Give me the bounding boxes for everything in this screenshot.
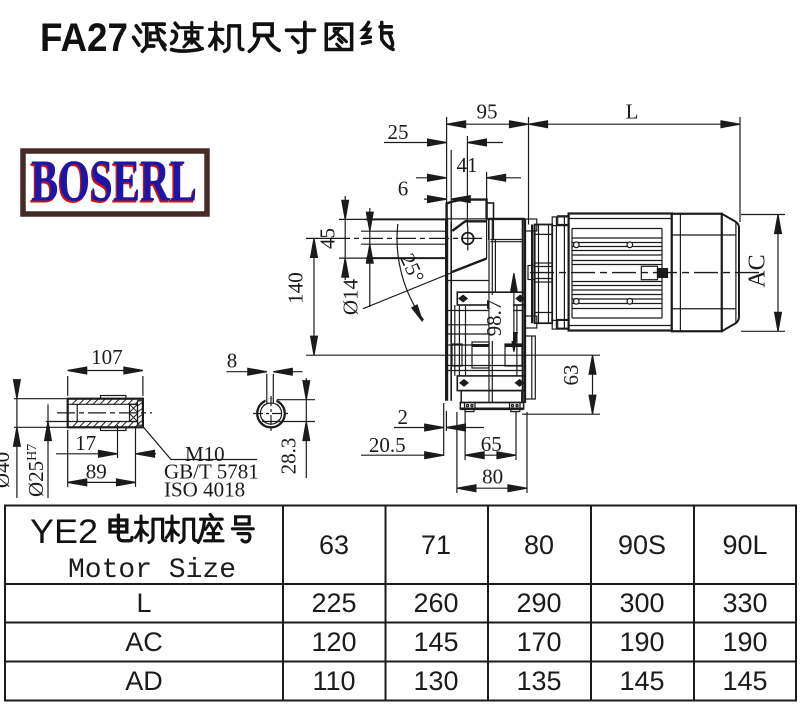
svg-text:AC: AC [125,627,163,657]
svg-text:98.7: 98.7 [482,300,506,337]
svg-text:8: 8 [227,349,238,373]
svg-text:Ø14: Ø14 [339,278,363,315]
svg-text:90S: 90S [618,530,666,560]
svg-text:41: 41 [457,153,478,177]
svg-text:110: 110 [312,666,355,696]
svg-text:GB/T 5781: GB/T 5781 [164,460,259,484]
svg-text:FA27: FA27 [40,16,128,60]
svg-text:63: 63 [319,530,349,560]
svg-text:YE2: YE2 [30,513,98,551]
svg-text:80: 80 [524,530,554,560]
svg-text:2: 2 [397,405,408,429]
svg-text:20.5: 20.5 [369,433,406,457]
svg-text:Ø40: Ø40 [0,452,14,488]
svg-text:71: 71 [421,530,451,560]
svg-text:145: 145 [413,627,458,657]
svg-text:145: 145 [619,666,664,696]
svg-text:Motor Size: Motor Size [68,555,236,586]
svg-text:140: 140 [284,272,308,304]
svg-text:225: 225 [311,588,356,618]
svg-text:190: 190 [722,627,767,657]
svg-text:17: 17 [75,431,96,455]
svg-text:6: 6 [398,177,409,201]
svg-text:AD: AD [125,666,163,696]
svg-text:BOSERL: BOSERL [30,149,196,215]
svg-text:300: 300 [619,588,664,618]
svg-text:290: 290 [516,588,561,618]
svg-text:107: 107 [91,345,123,369]
svg-text:63: 63 [559,365,583,386]
svg-text:80: 80 [482,465,503,489]
svg-text:AC: AC [745,254,771,287]
svg-text:25: 25 [388,120,409,144]
svg-text:190: 190 [619,627,664,657]
svg-text:260: 260 [413,588,458,618]
svg-text:M10: M10 [185,442,225,466]
svg-text:90L: 90L [722,530,767,560]
svg-text:95: 95 [477,100,498,124]
svg-text:65: 65 [481,432,502,456]
svg-text:L: L [136,588,151,618]
svg-text:170: 170 [516,627,561,657]
svg-text:130: 130 [413,666,458,696]
svg-text:120: 120 [311,627,356,657]
svg-text:89: 89 [86,460,107,484]
svg-text:L: L [626,100,639,124]
svg-text:145: 145 [722,666,767,696]
svg-text:BOSERL: BOSERL [31,148,197,214]
svg-text:ISO 4018: ISO 4018 [164,478,245,502]
svg-text:330: 330 [722,588,767,618]
svg-text:28.3: 28.3 [277,438,301,475]
svg-text:45: 45 [316,228,340,249]
svg-text:135: 135 [516,666,561,696]
